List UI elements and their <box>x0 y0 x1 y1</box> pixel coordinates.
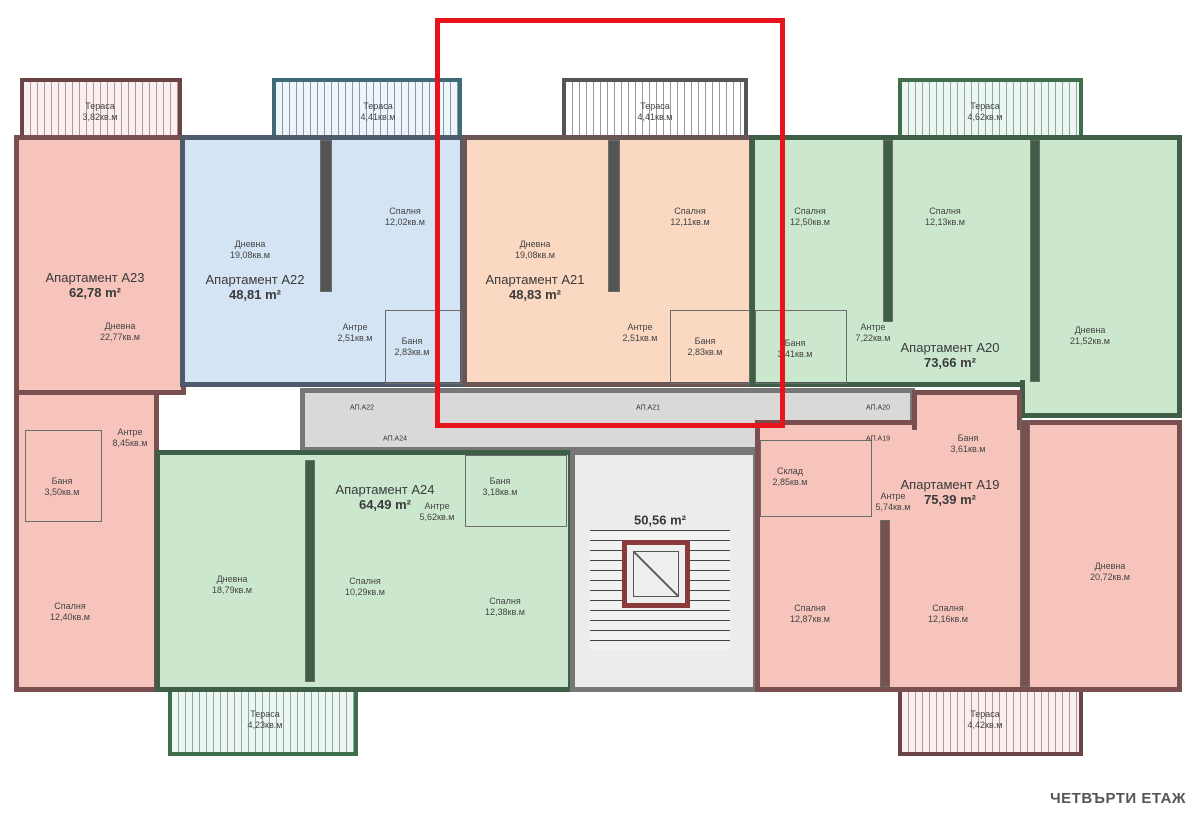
entrance-label-a21: АП.A21 <box>635 404 661 412</box>
entrance-label-a24: АП.A24 <box>382 435 408 443</box>
partition <box>465 455 567 527</box>
partition <box>320 140 332 292</box>
terrace-a20 <box>898 78 1083 138</box>
terrace-a23 <box>20 78 182 138</box>
partition <box>385 310 462 384</box>
highlight-apartment-a21 <box>435 18 785 428</box>
partition <box>880 520 890 687</box>
partition <box>883 140 893 322</box>
terrace-a19 <box>898 688 1083 756</box>
partition <box>25 430 102 522</box>
entrance-label-a22: АП.A22 <box>349 404 375 412</box>
apartment-a23-lower[interactable] <box>14 390 159 692</box>
terrace-a21 <box>562 78 748 138</box>
partition <box>608 140 620 292</box>
partition <box>1030 140 1040 382</box>
terrace-a24 <box>168 688 358 756</box>
apartment-a24[interactable] <box>155 450 573 692</box>
terrace-a22 <box>272 78 462 138</box>
partition <box>305 460 315 682</box>
entrance-label-a19: АП.A19 <box>865 435 891 443</box>
partition <box>1020 420 1030 687</box>
partition <box>670 310 750 384</box>
entrance-label-a20: АП.A20 <box>865 404 891 412</box>
elevator <box>622 540 690 608</box>
partition <box>760 440 872 517</box>
apartment-a20[interactable] <box>750 135 1182 387</box>
floor-title: ЧЕТВЪРТИ ЕТАЖ <box>1050 790 1186 807</box>
partition <box>755 310 847 384</box>
apartment-a20-living[interactable] <box>1020 380 1182 418</box>
apartment-a19-bath[interactable] <box>912 390 1022 430</box>
apartment-a23[interactable] <box>14 135 186 395</box>
common-area-label: 50,56 m² <box>633 512 687 528</box>
